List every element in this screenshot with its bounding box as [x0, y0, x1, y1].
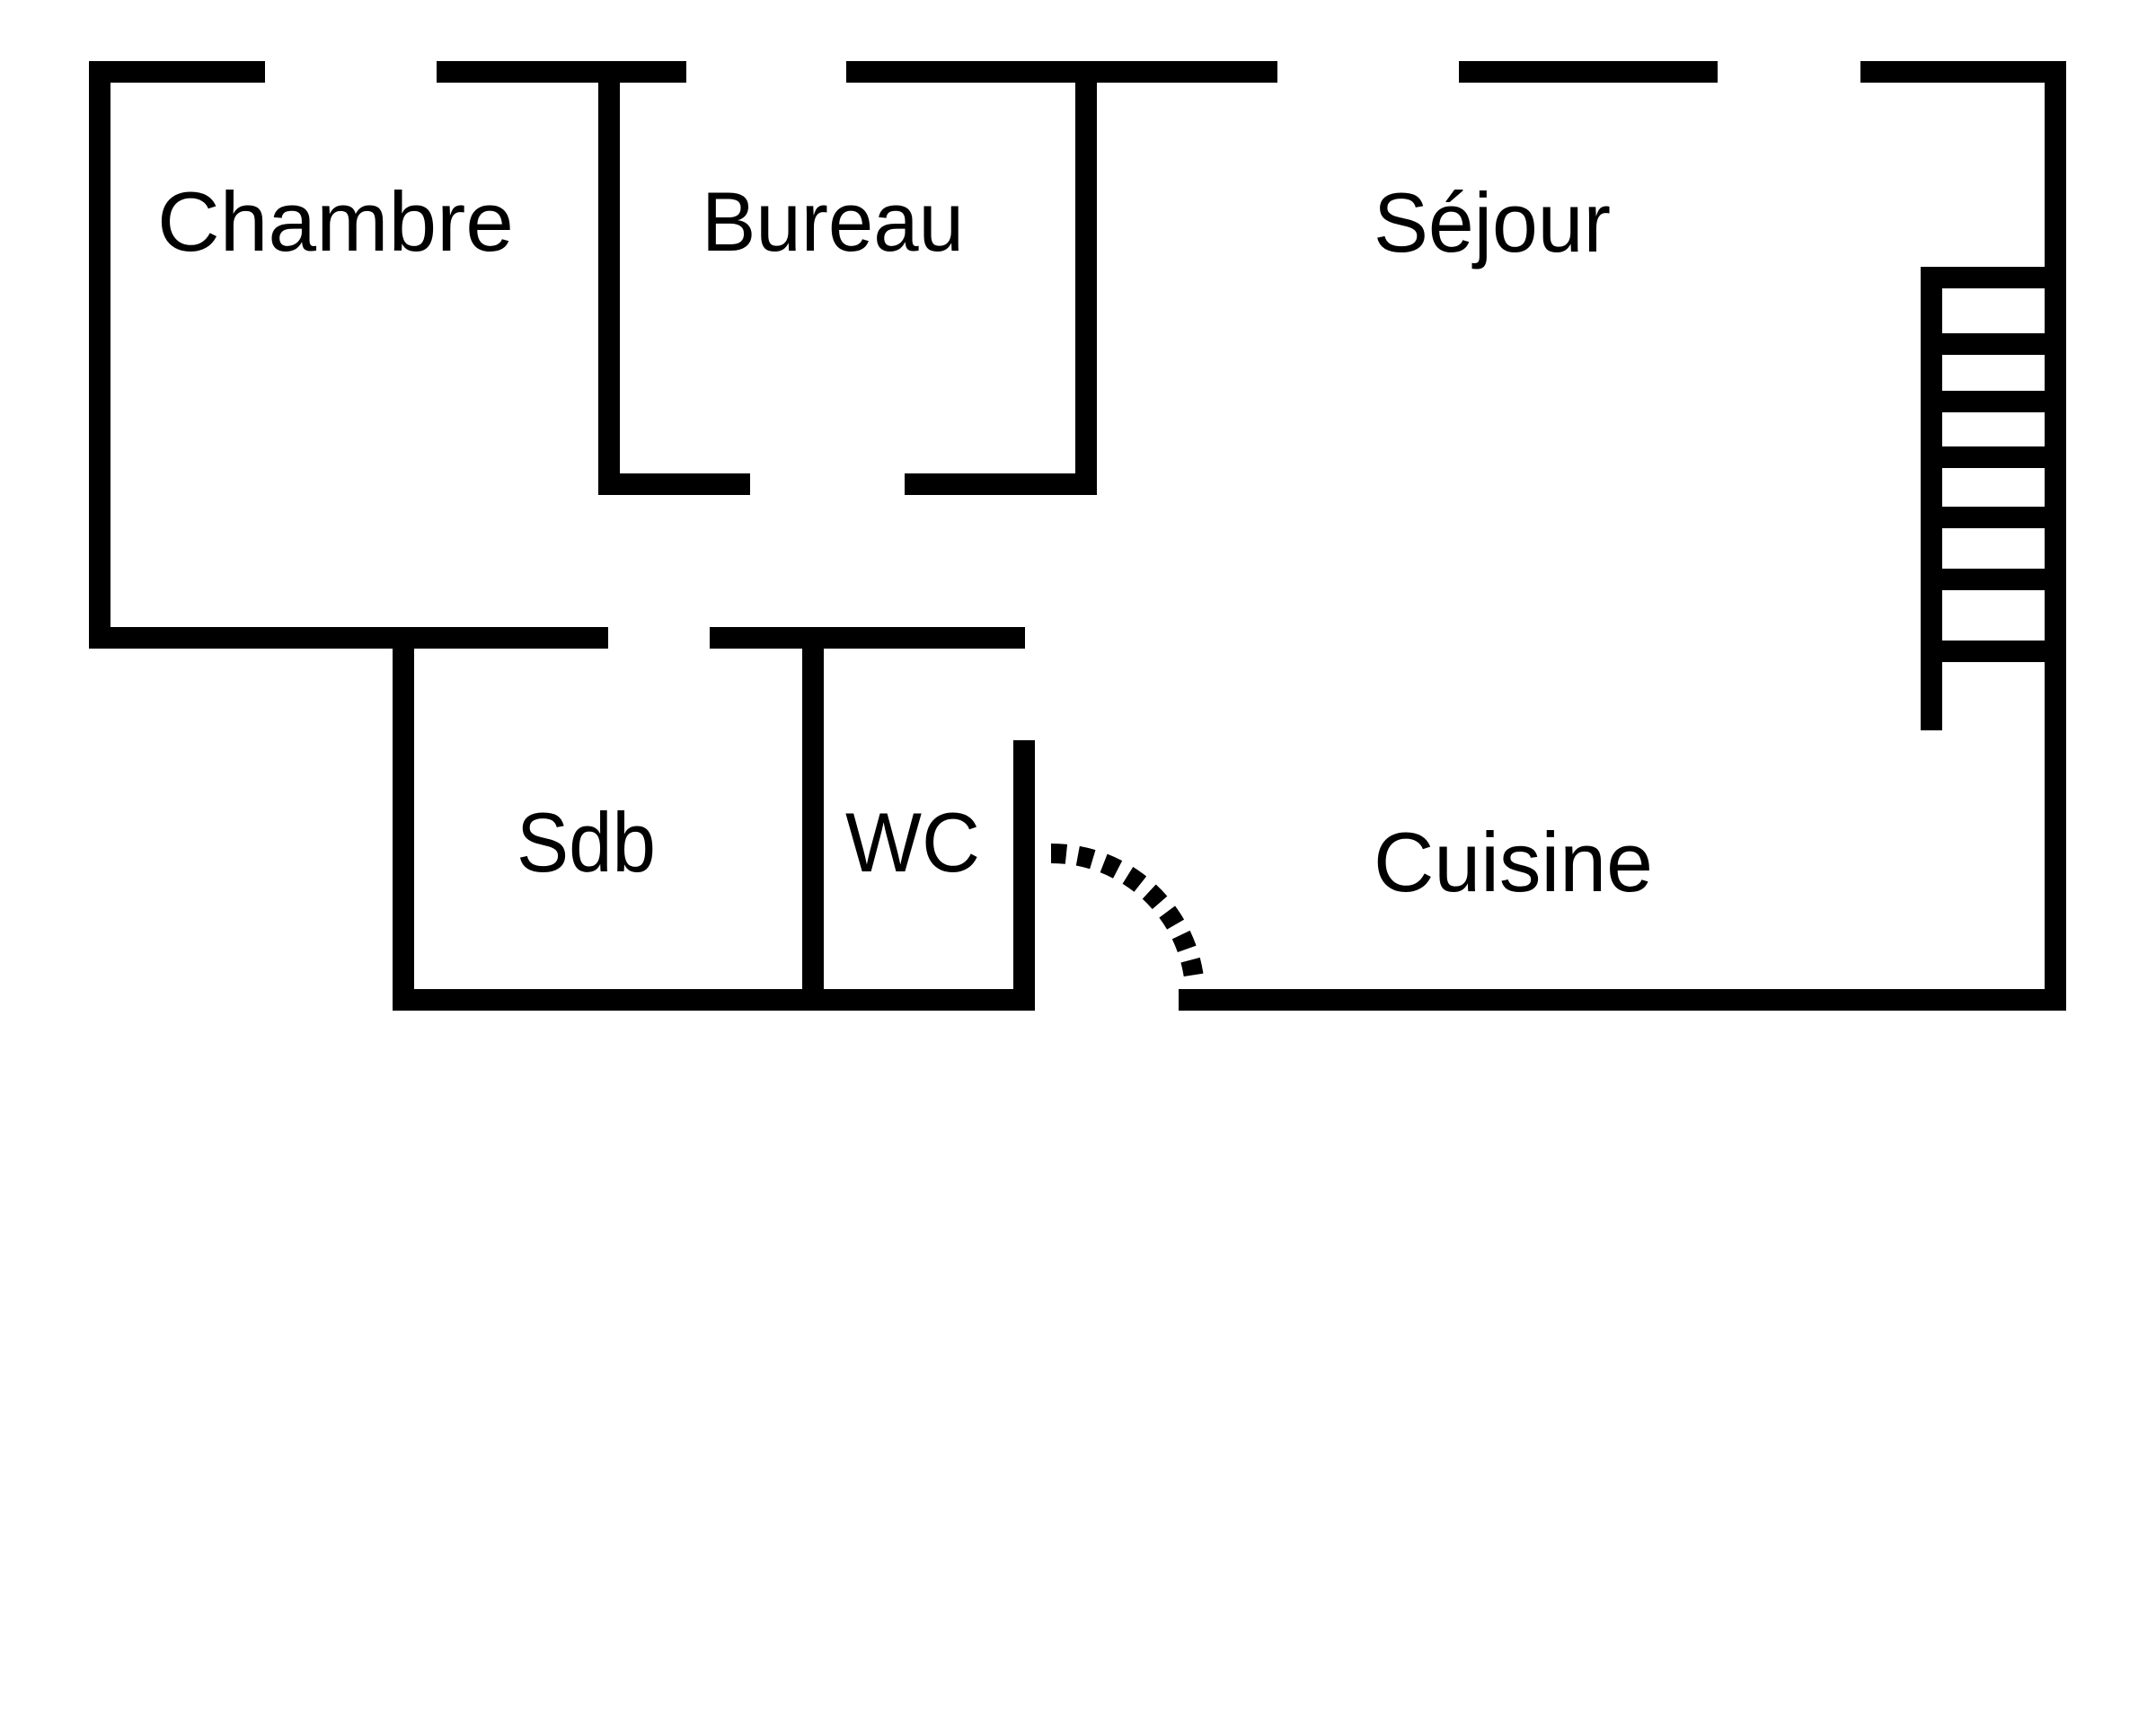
door-swing-arc [1050, 843, 1205, 987]
wall-chambre-bureau [598, 61, 620, 495]
wall-right [2045, 61, 2066, 1011]
wall-bottom-cuisine [1179, 989, 2066, 1011]
wall-bureau-bottom-right [905, 473, 1097, 495]
wall-left-chambre [89, 61, 110, 649]
wall-top-sejour-left [846, 61, 1277, 83]
room-label-sejour: Séjour [1374, 175, 1611, 270]
wall-bottom-sdb-wc [393, 989, 1035, 1011]
stair-tread [1921, 446, 2055, 468]
room-label-wc: WC [845, 795, 980, 889]
wall-wc-top [710, 627, 1025, 649]
wall-top-sejour-mid [1459, 61, 1718, 83]
room-labels: Chambre Bureau Séjour Sdb WC Cuisine [157, 174, 1653, 909]
wall-top-bureau [437, 61, 686, 83]
wall-sdb-wc [802, 627, 824, 1011]
room-label-sdb: Sdb [517, 795, 656, 889]
stair-tread [1921, 391, 2055, 412]
room-label-cuisine: Cuisine [1374, 815, 1653, 909]
wall-top-sejour-right [1860, 61, 2066, 83]
wall-bureau-right [1075, 61, 1097, 495]
stair-tread [1921, 569, 2055, 590]
wall-chambre-bottom [89, 627, 608, 649]
wall-wc-right [1013, 740, 1035, 1011]
stair-tread [1921, 333, 2055, 355]
stair-tread [1921, 507, 2055, 528]
stair-tread [1921, 267, 2055, 288]
staircase [1921, 267, 2055, 730]
room-label-chambre: Chambre [157, 174, 514, 269]
walls [89, 61, 2066, 1011]
room-label-bureau: Bureau [702, 174, 964, 269]
wall-sdb-left [393, 627, 414, 1011]
wall-top-chambre [89, 61, 265, 83]
entrance-door [1050, 843, 1205, 987]
wall-bureau-bottom-left [598, 473, 750, 495]
stair-tread [1921, 641, 2055, 662]
